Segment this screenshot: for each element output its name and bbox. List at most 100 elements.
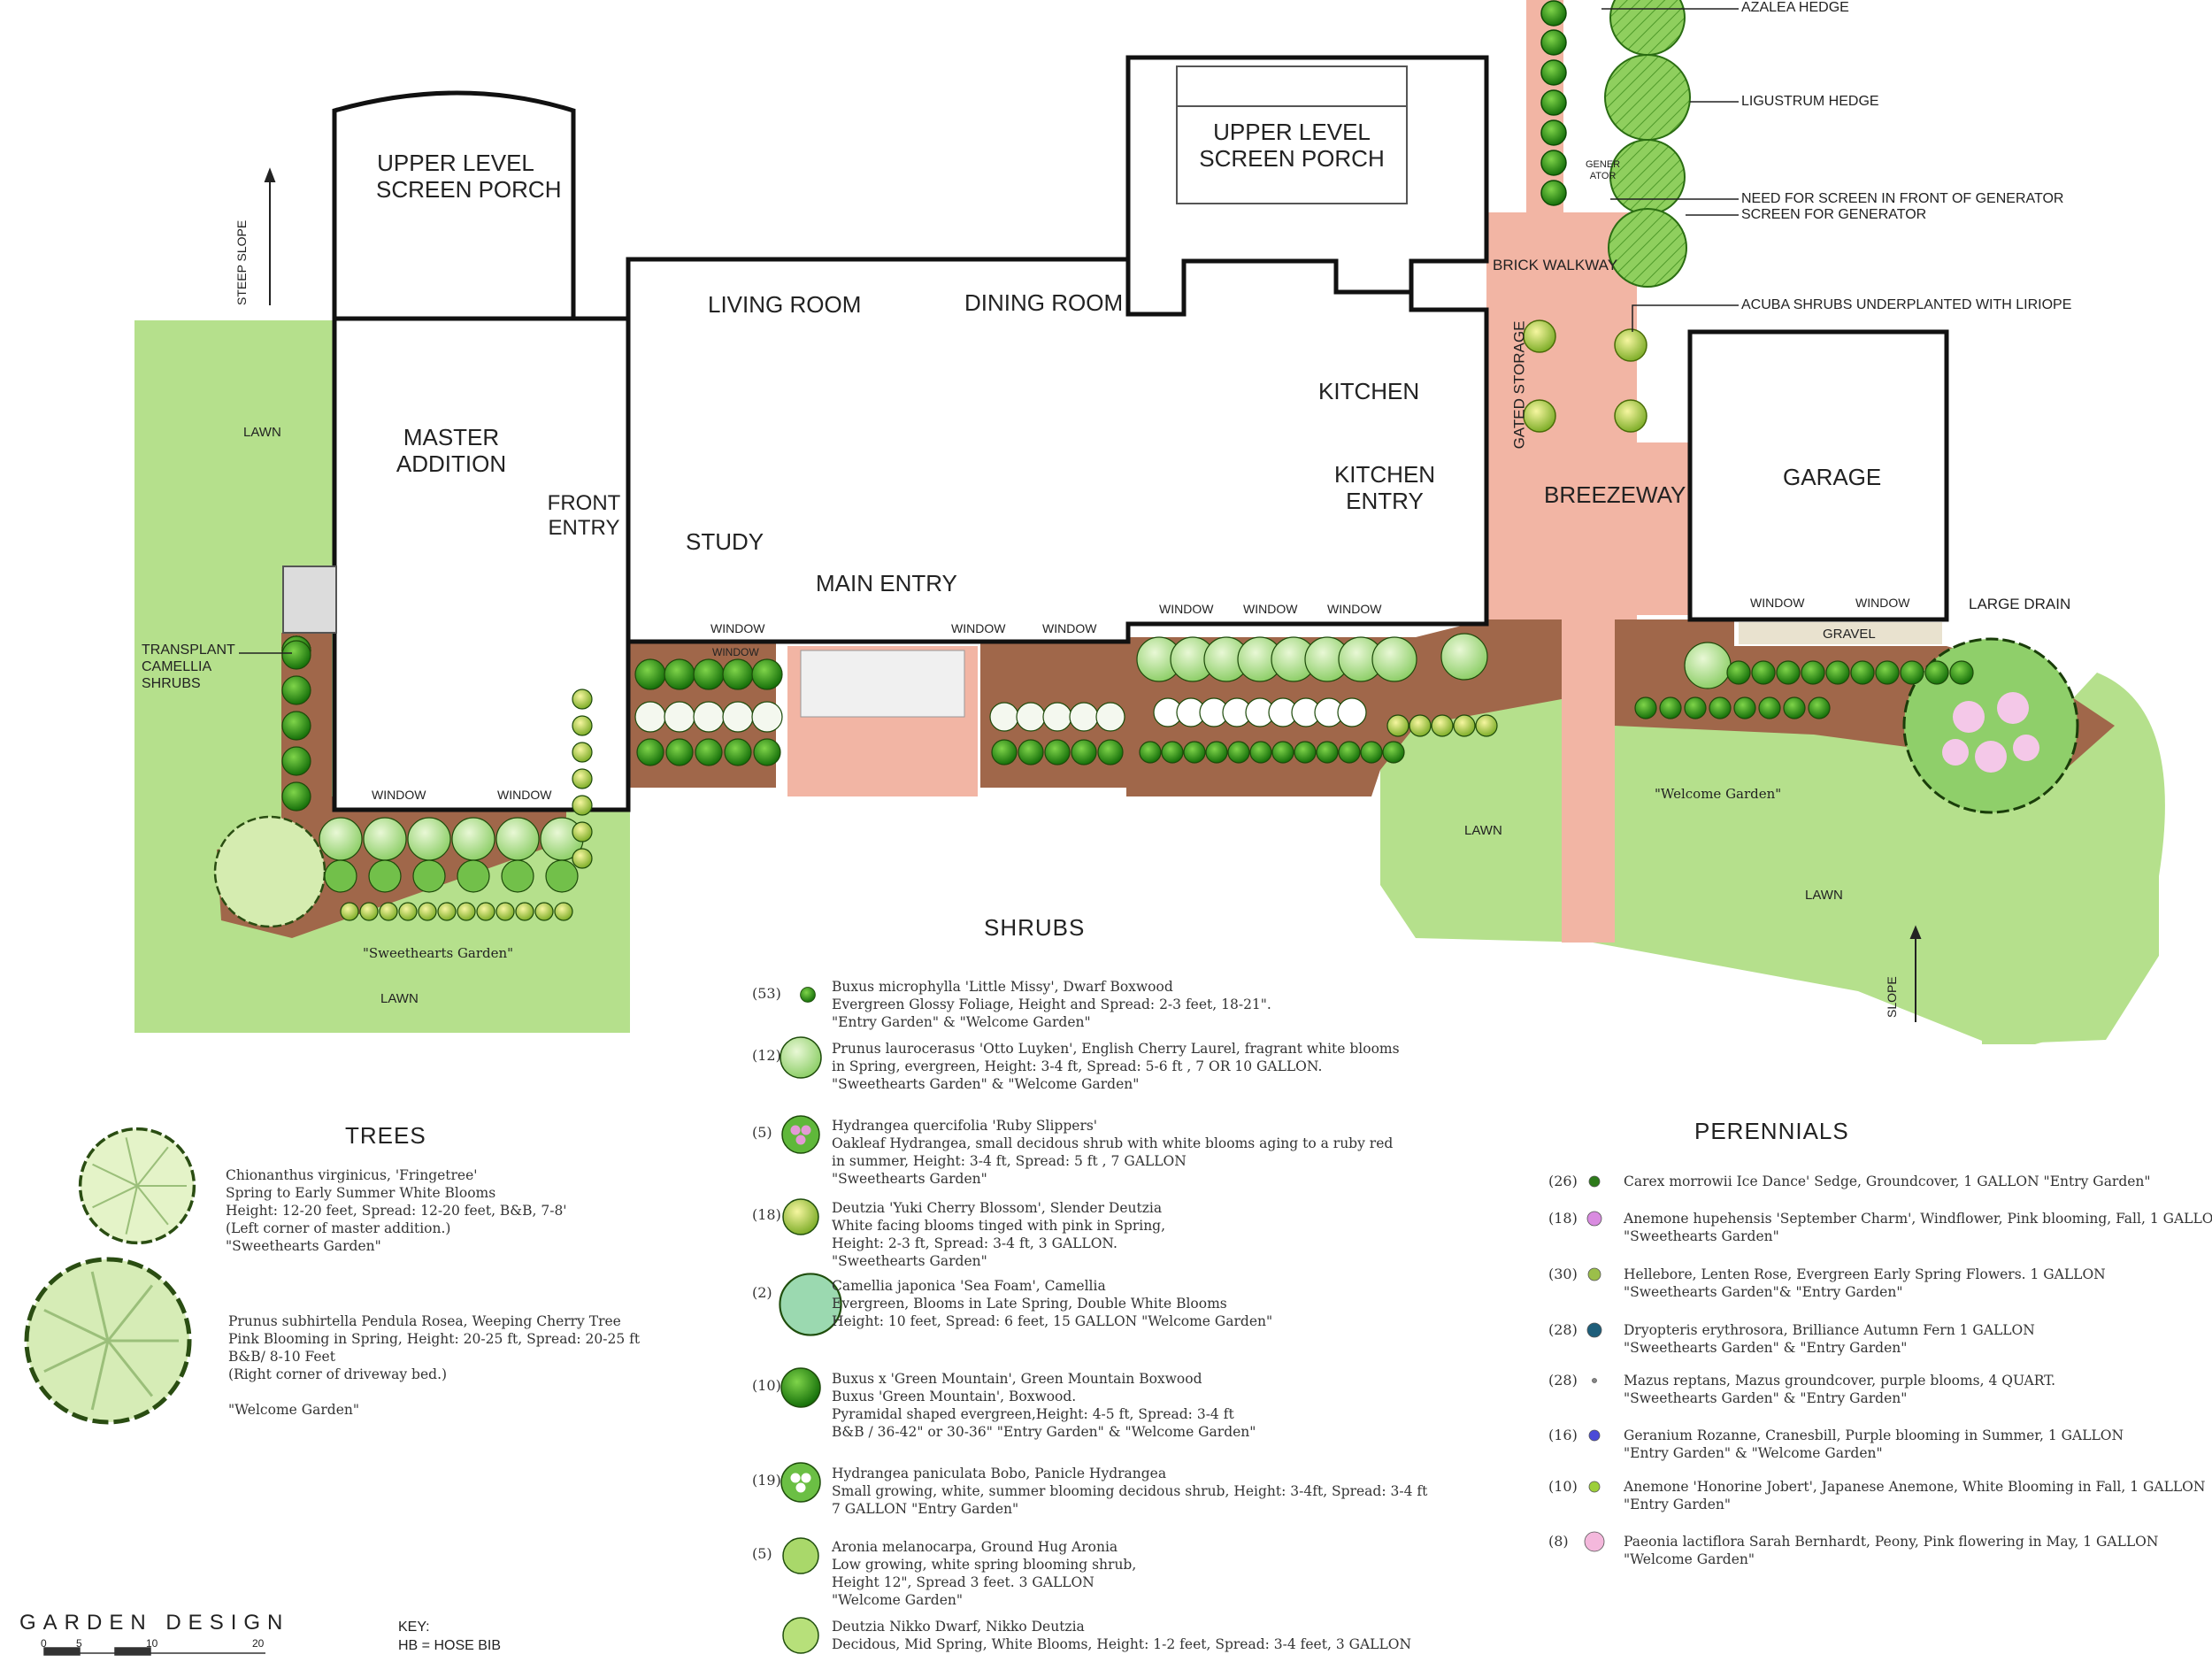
legend-line: Deutzia 'Yuki Cherry Blossom', Slender D…: [832, 1200, 1163, 1216]
legend-line: in summer, Height: 3-4 ft, Spread: 5 ft …: [832, 1153, 1187, 1169]
plan-boxwood: [1018, 739, 1044, 766]
plan-boxwood: [664, 658, 695, 690]
legend-line: "Sweethearts Garden": [832, 1171, 987, 1187]
plan-boxwood: [1360, 741, 1383, 764]
scale-tick: 5: [76, 1637, 82, 1650]
plan-deutzia: [534, 902, 554, 921]
plan-boxwood: [1684, 696, 1707, 719]
plan-boxwood: [1825, 660, 1850, 685]
legend-quantity: (12): [752, 1047, 781, 1064]
legend-quantity: (28): [1548, 1321, 1578, 1338]
plan-boxwood: [1808, 696, 1831, 719]
brick-walkway-south: [1562, 619, 1615, 943]
label-large-drain: LARGE DRAIN: [1969, 596, 2071, 612]
legend-quantity: (19): [752, 1472, 781, 1489]
callout-ligustrum-hedge: LIGUSTRUM HEDGE: [1741, 94, 1879, 109]
plan-boxwood: [1924, 660, 1949, 685]
oakleaf-hydrangea-icon: [779, 1112, 823, 1161]
legend-line: B&B / 36-42" or 30-36" "Entry Garden" & …: [832, 1424, 1256, 1440]
label-brick-walkway: BRICK WALKWAY: [1493, 257, 1618, 273]
scale-tick: 0: [41, 1637, 47, 1650]
legend-line: Decidous, Mid Spring, White Blooms, Heig…: [832, 1636, 1412, 1652]
legend-text: Chionanthus virginicus, 'Fringetree'Spri…: [226, 1166, 567, 1255]
plan-boxwood: [1271, 741, 1294, 764]
legend-line: "Sweethearts Garden": [832, 1253, 987, 1269]
legend-line: in Spring, evergreen, Height: 3-4 ft, Sp…: [832, 1058, 1323, 1074]
plan-deutzia: [554, 902, 573, 921]
upper-porch-right-wall: [1125, 55, 1489, 317]
window-label: WINDOW: [372, 788, 426, 802]
boxwood-dwarf-icon: [795, 981, 821, 1012]
legend-line: Anemone 'Honorine Jobert', Japanese Anem…: [1624, 1479, 2206, 1495]
cherry-laurel-icon: [779, 1035, 823, 1084]
legend-line: Spring to Early Summer White Blooms: [226, 1185, 496, 1201]
legend-quantity: (16): [1548, 1427, 1578, 1443]
geranium-icon: [1584, 1425, 1605, 1450]
window-label: WINDOW: [712, 646, 759, 658]
plan-aronia: [1453, 714, 1476, 737]
plan-camellia-transplant: [281, 675, 311, 705]
legend-quantity: (10): [1548, 1478, 1578, 1495]
window-label: WINDOW: [951, 621, 1006, 635]
plan-camellia-transplant: [281, 781, 311, 812]
legend-line: Pink Blooming in Spring, Height: 20-25 f…: [228, 1331, 641, 1347]
plan-boxwood: [1249, 741, 1272, 764]
legend-line: Oakleaf Hydrangea, small decidous shrub …: [832, 1135, 1394, 1151]
upper-porch-left-wall: [332, 90, 576, 319]
plan-boxwood: [1205, 741, 1228, 764]
steep-slope-arrow: [264, 167, 1922, 1022]
plan-boxwood: [1139, 741, 1162, 764]
building-walls: [332, 55, 1949, 812]
plan-oakleaf-hydrangea: [501, 859, 534, 893]
legend-line: "Sweethearts Garden"& "Entry Garden": [1624, 1284, 1903, 1300]
label-study: STUDY: [686, 528, 764, 555]
legend-line: Carex morrowii Ice Dance' Sedge, Groundc…: [1624, 1173, 2151, 1189]
legend-line: Mazus reptans, Mazus groundcover, purple…: [1624, 1373, 2056, 1389]
label-gravel: GRAVEL: [1823, 627, 1876, 642]
callout-leaders: [239, 8, 1739, 654]
plan-cherry-laurel: [451, 817, 495, 861]
legend-line: White facing blooms tinged with pink in …: [832, 1218, 1166, 1234]
plan-oakleaf-hydrangea: [324, 859, 357, 893]
plan-aronia: [1431, 714, 1454, 737]
plan-panicle-hydrangea: [1069, 702, 1099, 732]
legend-line: (Right corner of driveway bed.): [228, 1366, 448, 1382]
legend-quantity: (2): [752, 1284, 772, 1301]
legend-line: [228, 1383, 640, 1401]
legend-line: Geranium Rozanne, Cranesbill, Purple blo…: [1624, 1427, 2124, 1443]
label-kitchen: KITCHEN: [1318, 378, 1420, 404]
plan-panicle-hydrangea: [634, 701, 666, 733]
legend-line: Low growing, white spring blooming shrub…: [832, 1557, 1137, 1573]
legend-line: "Sweethearts Garden": [1624, 1228, 1779, 1244]
label-upper-porch-left: UPPER LEVEL SCREEN PORCH: [376, 150, 562, 203]
plan-boxwood: [695, 738, 723, 766]
callout-transplant-camellia: TRANSPLANT CAMELLIA SHRUBS: [142, 642, 235, 691]
window-label: WINDOW: [1855, 596, 1910, 610]
legend-line: Deutzia Nikko Dwarf, Nikko Deutzia: [832, 1619, 1085, 1635]
plan-cherry-laurel: [407, 817, 451, 861]
legend-line: "Sweethearts Garden" & "Entry Garden": [1624, 1390, 1908, 1406]
label-dining-room: DINING ROOM: [964, 289, 1124, 316]
legend-line: Paeonia lactiflora Sarah Bernhardt, Peon…: [1624, 1534, 2159, 1550]
heading-perennials: PERENNIALS: [1694, 1118, 1849, 1144]
heading-trees: TREES: [345, 1122, 426, 1149]
legend-line: Dryopteris erythrosora, Brilliance Autum…: [1624, 1322, 2035, 1338]
aronia-icon: [779, 1534, 823, 1582]
acuba-shrubs-drawing: [1523, 319, 1647, 433]
plan-boxwood: [665, 738, 694, 766]
legend-quantity: (5): [752, 1545, 772, 1562]
legend-line: "Entry Garden" & "Welcome Garden": [832, 1014, 1091, 1030]
window-label: WINDOW: [1750, 596, 1805, 610]
plan-camellia: [1684, 642, 1732, 689]
plan-boxwood: [1949, 660, 1974, 685]
label-front-entry: FRONT ENTRY: [547, 491, 621, 540]
legend-line: (Left corner of master addition.): [226, 1220, 451, 1236]
plan-deutzia: [359, 902, 379, 921]
legend-text: Paeonia lactiflora Sarah Bernhardt, Peon…: [1624, 1533, 2158, 1568]
plan-deutzia: [515, 902, 534, 921]
plan-boxwood: [722, 658, 754, 690]
plan-boxwood: [991, 739, 1018, 766]
